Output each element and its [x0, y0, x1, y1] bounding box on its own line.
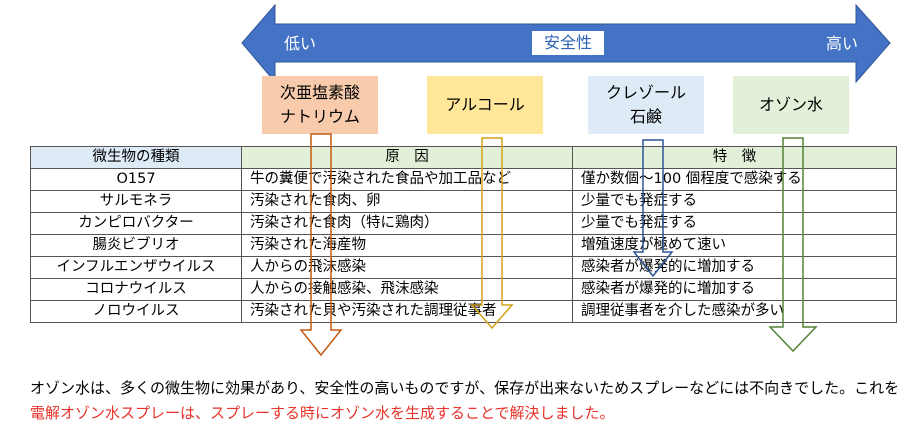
microbe-feature: 僅か数個～100 個程度で感染する	[572, 168, 897, 191]
header-cause: 原 因	[241, 146, 573, 169]
microbe-name: サルモネラ	[30, 190, 242, 213]
microbe-cause: 汚染された貝や汚染された調理従事者	[241, 300, 573, 323]
microbe-feature: 少量でも発症する	[572, 212, 897, 235]
agent-cresol-soap: クレゾール 石鹸	[588, 76, 704, 134]
microbe-feature: 感染者が爆発的に増加する	[572, 256, 897, 279]
agent-ozone-water: オゾン水	[733, 76, 849, 134]
table-row: コロナウイルス 人からの接触感染、飛沫感染 感染者が爆発的に増加する	[30, 278, 897, 301]
table-header-row: 微生物の種類 原 因 特 徴	[30, 146, 897, 169]
table-row: 腸炎ビブリオ 汚染された海産物 増殖速度が極めて速い	[30, 234, 897, 257]
agent-hypochlorite: 次亜塩素酸 ナトリウム	[262, 76, 378, 134]
arrow-low-label: 低い	[284, 34, 317, 53]
microbe-cause: 汚染された食肉、卵	[241, 190, 573, 213]
agent-alcohol: アルコール	[427, 76, 543, 134]
microbe-cause: 牛の糞便で汚染された食品や加工品など	[241, 168, 573, 191]
microbe-feature: 調理従事者を介した感染が多い	[572, 300, 897, 323]
microbe-name: 腸炎ビブリオ	[30, 234, 242, 257]
microbe-cause: 人からの接触感染、飛沫感染	[241, 278, 573, 301]
microbe-name: ノロウイルス	[30, 300, 242, 323]
arrow-center-label: 安全性	[532, 31, 604, 55]
microbe-table: 微生物の種類 原 因 特 徴 O157 牛の糞便で汚染された食品や加工品など 僅…	[30, 146, 897, 323]
note-black-text: オゾン水は、多くの微生物に効果があり、安全性の高いものですが、保存が出来ないため…	[30, 379, 900, 397]
table-row: カンピロバクター 汚染された食肉（特に鶏肉） 少量でも発症する	[30, 212, 897, 235]
microbe-feature: 少量でも発症する	[572, 190, 897, 213]
microbe-cause: 汚染された海産物	[241, 234, 573, 257]
microbe-feature: 増殖速度が極めて速い	[572, 234, 897, 257]
arrow-high-label: 高い	[826, 34, 859, 53]
microbe-cause: 人からの飛沫感染	[241, 256, 573, 279]
table-row: サルモネラ 汚染された食肉、卵 少量でも発症する	[30, 190, 897, 213]
microbe-name: O157	[30, 168, 242, 191]
microbe-name: コロナウイルス	[30, 278, 242, 301]
header-microbe-type: 微生物の種類	[30, 146, 242, 169]
explanation-note: オゾン水は、多くの微生物に効果があり、安全性の高いものですが、保存が出来ないため…	[30, 376, 910, 426]
microbe-cause: 汚染された食肉（特に鶏肉）	[241, 212, 573, 235]
header-feature: 特 徴	[572, 146, 897, 169]
microbe-name: インフルエンザウイルス	[30, 256, 242, 279]
table-row: ノロウイルス 汚染された貝や汚染された調理従事者 調理従事者を介した感染が多い	[30, 300, 897, 323]
table-row: O157 牛の糞便で汚染された食品や加工品など 僅か数個～100 個程度で感染す…	[30, 168, 897, 191]
microbe-name: カンピロバクター	[30, 212, 242, 235]
microbe-feature: 感染者が爆発的に増加する	[572, 278, 897, 301]
note-red-text: 電解オゾン水スプレーは、スプレーする時にオゾン水を生成することで解決しました。	[30, 404, 615, 422]
table-row: インフルエンザウイルス 人からの飛沫感染 感染者が爆発的に増加する	[30, 256, 897, 279]
